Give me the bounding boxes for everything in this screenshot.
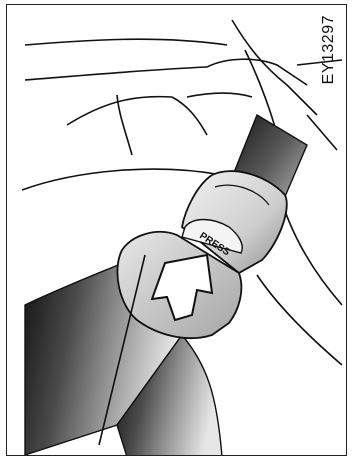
figure-code: EY13297 <box>320 15 338 84</box>
illustration-frame: PRESS EY13297 <box>6 4 347 456</box>
seatbelt-buckle-illustration: PRESS <box>7 5 347 456</box>
